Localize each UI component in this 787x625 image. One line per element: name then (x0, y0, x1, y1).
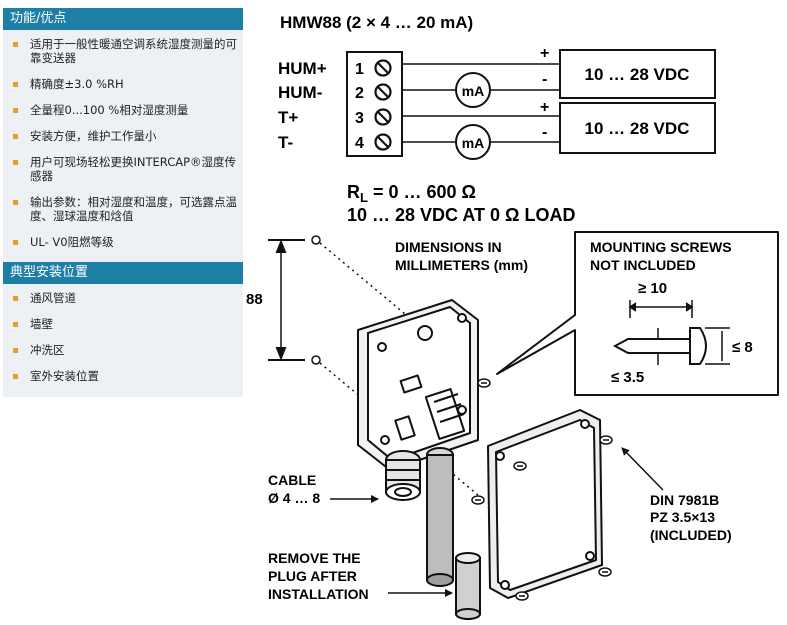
features-list: 适用于一般性暖通空调系统湿度测量的可靠变送器 精确度±3.0 %RH 全量程0.… (3, 30, 243, 262)
bullet-icon (13, 240, 18, 245)
wood-screw-icon (612, 327, 707, 365)
milliammeter-icon (455, 72, 491, 108)
list-item: 通风管道 (3, 288, 243, 309)
height-dimension-line (268, 239, 305, 361)
sidebar-panel: 功能/优点 适用于一般性暖通空调系统湿度测量的可靠变送器 精确度±3.0 %RH… (3, 8, 243, 397)
list-item: 室外安装位置 (3, 366, 243, 387)
terminal-label-t-plus: T+ (278, 108, 298, 127)
bullet-icon (13, 348, 18, 353)
bullet-icon (13, 160, 18, 165)
shank-diameter: ≤ 3.5 (611, 369, 644, 386)
terminal-number-1: 1 (355, 61, 364, 78)
bullet-icon (13, 200, 18, 205)
wiring-and-dimension-diagram: HMW88 (2 × 4 … 20 mA) HUM+ HUM- T+ T- 1 … (246, 13, 779, 620)
terminal-label-hum-minus: HUM- (278, 83, 322, 102)
height-value: 88 (246, 291, 263, 308)
wires (402, 63, 560, 143)
features-header: 功能/优点 (3, 8, 243, 30)
head-diameter-dimension (705, 327, 730, 365)
milliammeter-icon (455, 124, 491, 160)
screw-icon (471, 378, 613, 601)
terminal-block (346, 51, 403, 157)
plug-note-line3: INSTALLATION (268, 586, 369, 602)
terminal-number-2: 2 (355, 85, 364, 102)
din-note-line1: DIN 7981B (650, 492, 719, 508)
terminal-strip (424, 388, 466, 440)
cable-gland (385, 450, 421, 501)
cable-label-line2: Ø 4 … 8 (268, 490, 320, 506)
cable-label-line1: CABLE (268, 472, 316, 488)
load-resistance: RL = 0 … 600 Ω (347, 182, 476, 205)
load-note: 10 … 28 VDC AT 0 Ω LOAD (347, 205, 575, 225)
bullet-icon (13, 374, 18, 379)
din-note-line2: PZ 3.5×13 (650, 509, 715, 525)
bullet-icon (13, 134, 18, 139)
list-item: 墙壁 (3, 314, 243, 335)
list-item: 输出参数：相对湿度和温度，可选露点温度、湿球温度和焓值 (3, 192, 243, 227)
screw-terminal-icon (374, 108, 392, 126)
terminal-label-hum-plus: HUM+ (278, 59, 327, 78)
list-item: 精确度±3.0 %RH (3, 74, 243, 95)
dimensions-note-line1: DIMENSIONS IN (395, 239, 502, 255)
mount-note-line2: NOT INCLUDED (590, 257, 696, 273)
enclosure-lid (487, 409, 603, 599)
bullet-icon (13, 322, 18, 327)
power-supply-box (559, 102, 716, 154)
screw-length-dimension (628, 300, 694, 318)
screw-length: ≥ 10 (638, 280, 667, 297)
power-supply-box (559, 49, 716, 99)
locations-header: 典型安装位置 (3, 262, 243, 284)
polarity-minus: - (542, 124, 547, 141)
meter-label: mA (462, 135, 485, 151)
mount-note-line1: MOUNTING SCREWS (590, 239, 732, 255)
bullet-icon (13, 82, 18, 87)
mount-hole-icon (311, 235, 321, 365)
din-arrow (621, 447, 664, 491)
terminal-number-4: 4 (355, 135, 364, 152)
list-item: 安装方便，维护工作量小 (3, 126, 243, 147)
din-note-line3: (INCLUDED) (650, 527, 732, 543)
terminal-label-t-minus: T- (278, 133, 293, 152)
polarity-minus: - (542, 71, 547, 88)
supply-label: 10 … 28 VDC (585, 65, 690, 84)
protective-plug (455, 552, 481, 620)
screw-terminal-icon (374, 83, 392, 101)
dimensions-note-line2: MILLIMETERS (mm) (395, 257, 528, 273)
bullet-icon (13, 296, 18, 301)
head-diameter: ≤ 8 (732, 339, 753, 356)
supply-label: 10 … 28 VDC (585, 119, 690, 138)
terminal-number-3: 3 (355, 110, 364, 127)
mounting-screw-callout (496, 231, 779, 396)
bullet-icon (13, 42, 18, 47)
list-item: 全量程0...100 %相对湿度测量 (3, 100, 243, 121)
plug-note-line2: PLUG AFTER (268, 568, 357, 584)
screw-terminal-icon (374, 133, 392, 151)
list-item: 冲洗区 (3, 340, 243, 361)
polarity-plus: + (540, 45, 549, 62)
enclosure-base (357, 299, 479, 471)
list-item: UL- V0阻燃等级 (3, 232, 243, 253)
wiring-title: HMW88 (2 × 4 … 20 mA) (280, 13, 473, 32)
bullet-icon (13, 108, 18, 113)
list-item: 适用于一般性暖通空调系统湿度测量的可靠变送器 (3, 34, 243, 69)
list-item: 用户可现场轻松更换INTERCAP®湿度传感器 (3, 152, 243, 187)
polarity-plus: + (540, 99, 549, 116)
locations-list: 通风管道 墙壁 冲洗区 室外安装位置 (3, 284, 243, 396)
screw-terminal-icon (374, 59, 392, 77)
plug-note-line1: REMOVE THE (268, 550, 361, 566)
sensor-probe (426, 447, 454, 587)
meter-label: mA (462, 83, 485, 99)
